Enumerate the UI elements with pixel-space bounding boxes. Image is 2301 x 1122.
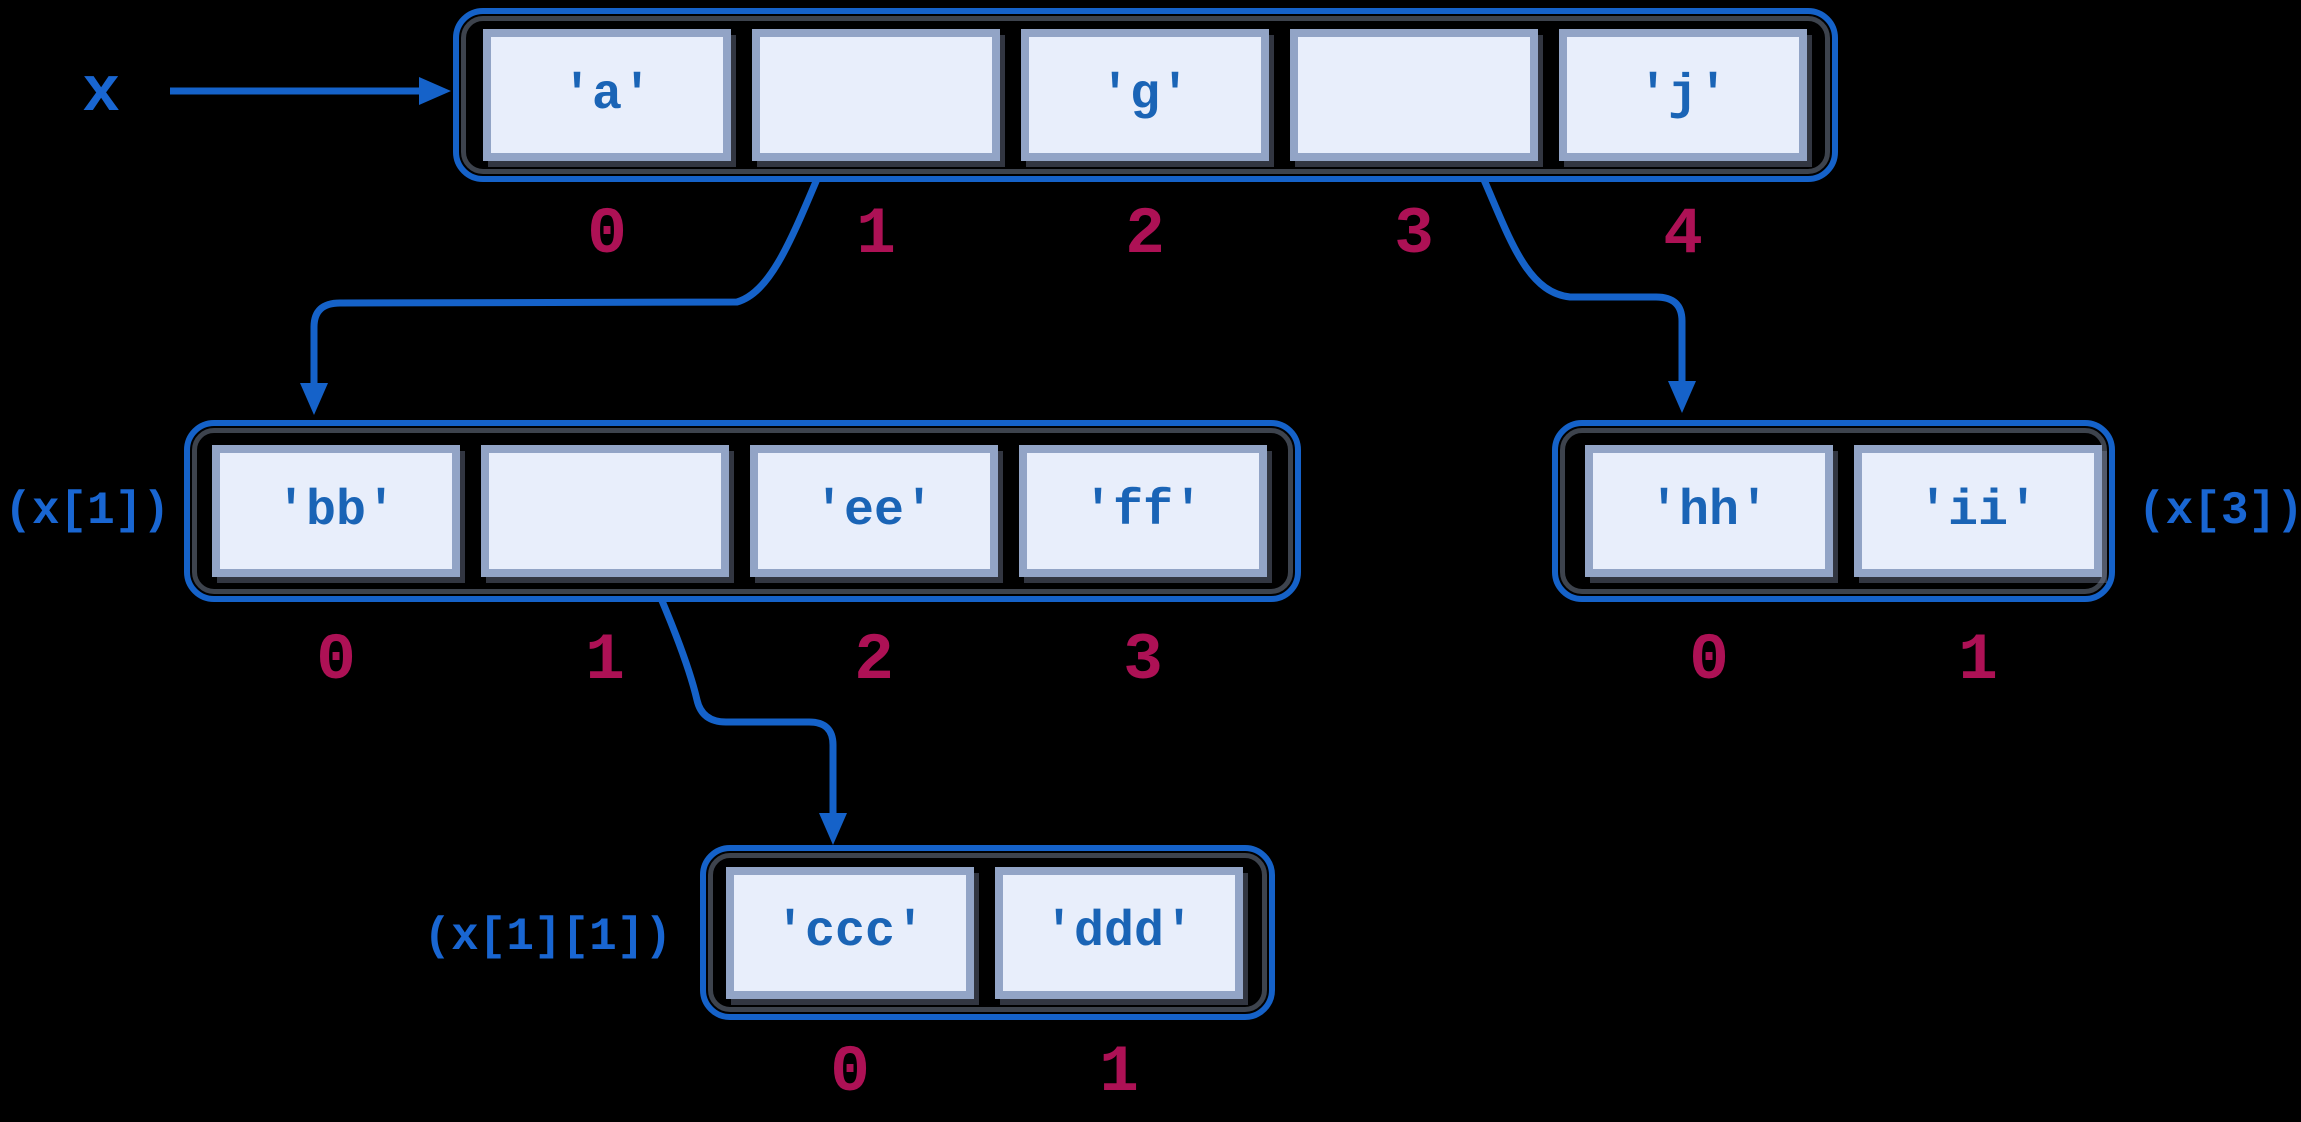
list-x3-index-1: 1 [1958, 623, 1998, 698]
list-x1-cell-3: 'ff' [1019, 445, 1267, 577]
list-x3-index-0: 0 [1689, 623, 1729, 698]
list-x-index-2: 2 [1125, 197, 1165, 272]
list-x-container: 'a' 'g' 'j' [453, 8, 1838, 182]
list-x-cell-3 [1290, 29, 1538, 161]
list-x-cell-1 [752, 29, 1000, 161]
list-x3-cell-0: 'hh' [1585, 445, 1833, 577]
list-x11-cell-1: 'ddd' [995, 866, 1243, 999]
list-x-cell-0: 'a' [483, 29, 731, 161]
list-x1-index-2: 2 [854, 623, 894, 698]
list-x3-cell-1: 'ii' [1854, 445, 2102, 577]
ref-label-x1: (x[1]) [4, 485, 170, 537]
list-x1-index-0: 0 [316, 623, 356, 698]
list-x3-container: 'hh' 'ii' [1552, 420, 2115, 602]
arrow-slot3-to-x3-icon [1473, 162, 1696, 413]
variable-label-x: x [82, 58, 121, 130]
arrow-x1-slot1-to-x11-icon [650, 580, 847, 845]
list-x1-container: 'bb' 'ee' 'ff' [184, 420, 1301, 602]
list-x1-index-1: 1 [585, 623, 625, 698]
list-x11-index-0: 0 [830, 1035, 870, 1110]
list-x11-index-1: 1 [1099, 1035, 1139, 1110]
list-x-cell-2: 'g' [1021, 29, 1269, 161]
list-x11-container: 'ccc' 'ddd' [700, 845, 1275, 1020]
list-x-cell-4: 'j' [1559, 29, 1807, 161]
list-x1-cell-2: 'ee' [750, 445, 998, 577]
list-x11-cell-0: 'ccc' [726, 866, 974, 999]
list-x1-cell-1 [481, 445, 729, 577]
list-x1-cell-0: 'bb' [212, 445, 460, 577]
arrow-slot1-to-x1-icon [300, 163, 827, 415]
list-x1-index-3: 3 [1123, 623, 1163, 698]
list-x-index-1: 1 [856, 197, 896, 272]
list-x-index-0: 0 [587, 197, 627, 272]
ref-label-x11: (x[1][1]) [423, 911, 672, 963]
list-x-index-3: 3 [1394, 197, 1434, 272]
ref-label-x3: (x[3]) [2138, 485, 2301, 537]
list-x-index-4: 4 [1663, 197, 1703, 272]
